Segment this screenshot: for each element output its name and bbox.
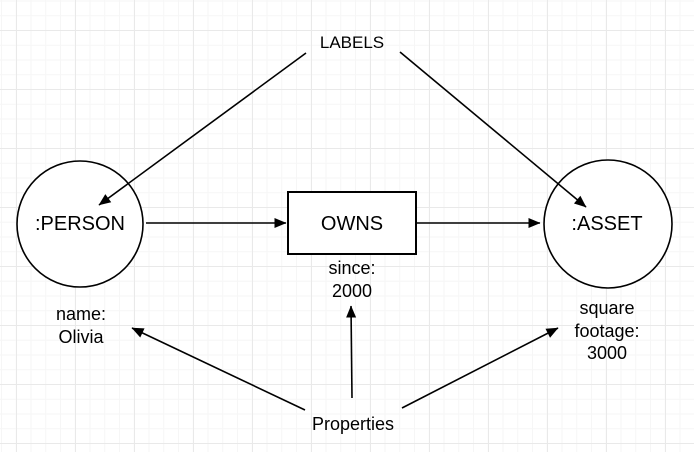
asset-node-circle [543, 159, 673, 289]
arrow-properties-to-footage [401, 327, 559, 409]
owns-relationship-box [287, 191, 417, 255]
asset-node-label: :ASSET [571, 213, 642, 235]
labels-annotation: LABELS [320, 33, 384, 52]
owns-property-line2: 2000 [332, 281, 372, 301]
arrow-labels-to-person [98, 52, 307, 206]
person-property-text: name: Olivia [56, 304, 106, 347]
arrow-properties-to-name [131, 327, 306, 411]
properties-annotation: Properties [312, 414, 394, 434]
owns-property-line1: since: [328, 258, 375, 278]
asset-property-text: square footage: 3000 [574, 298, 639, 363]
person-node-label: :PERSON [35, 213, 125, 235]
asset-property-line3: 3000 [587, 343, 627, 363]
person-property-line1: name: [56, 304, 106, 324]
asset-property-line1: square [579, 298, 634, 318]
owns-box-label: OWNS [321, 213, 383, 235]
arrow-labels-to-asset [399, 51, 587, 208]
arrow-properties-to-since [346, 305, 357, 399]
owns-property-text: since: 2000 [328, 258, 375, 301]
person-property-line2: Olivia [58, 327, 104, 347]
asset-property-line2: footage: [574, 321, 639, 341]
person-node-circle [16, 160, 144, 288]
